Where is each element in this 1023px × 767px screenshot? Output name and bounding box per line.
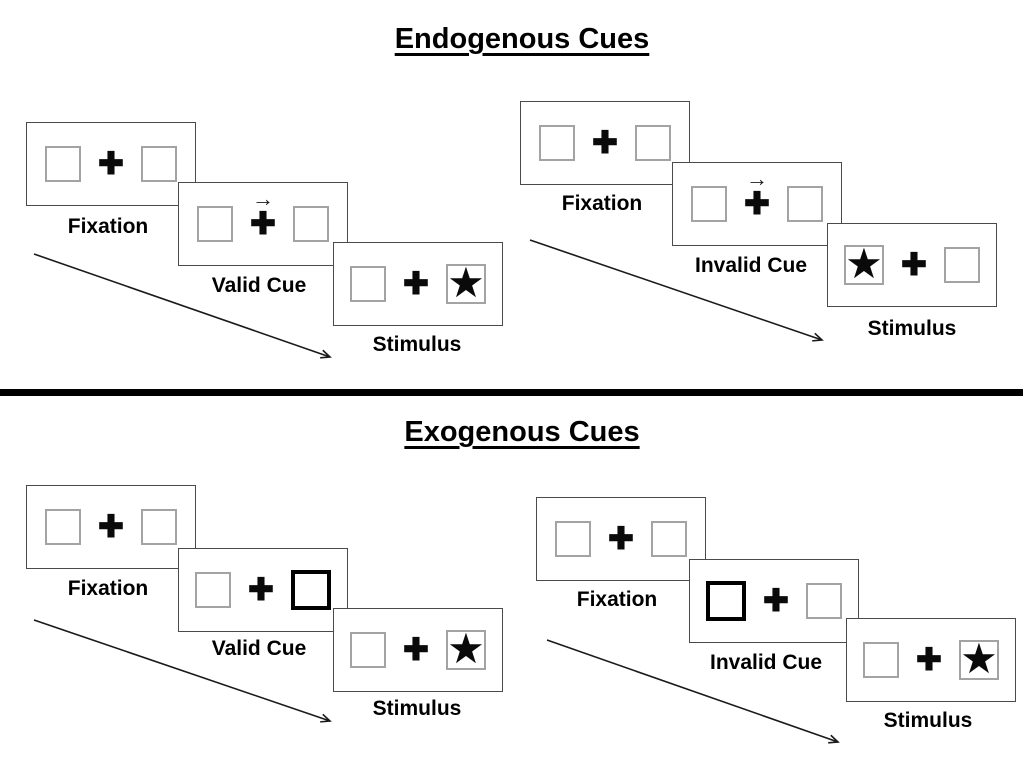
panel-endogenous-valid-cue: → ✚ [178, 182, 348, 266]
right-box [293, 206, 329, 242]
left-box [195, 572, 231, 608]
section-title-exogenous: Exogenous Cues [404, 416, 640, 448]
panel-endogenous-invalid-cue: → ✚ [672, 162, 842, 246]
label-valid-cue: Valid Cue [211, 637, 307, 660]
panel-endogenous-valid-stimulus: ✚ ★ [333, 242, 503, 326]
fixation-cross: ✚ [915, 642, 943, 677]
fixation-cross: → ✚ [743, 168, 771, 221]
fixation-cross: ✚ [97, 509, 125, 544]
plus-icon: ✚ [403, 632, 429, 667]
left-box [863, 642, 899, 678]
right-box [787, 186, 823, 222]
plus-icon: ✚ [248, 572, 274, 607]
fixation-cross: ✚ [591, 125, 619, 160]
label-stimulus: Stimulus [372, 333, 462, 356]
left-box [539, 125, 575, 161]
panel-exogenous-invalid-fixation: ✚ [536, 497, 706, 581]
label-fixation: Fixation [576, 588, 658, 611]
label-invalid-cue: Invalid Cue [709, 651, 823, 674]
panel-endogenous-invalid-stimulus: ★ ✚ [827, 223, 997, 307]
star-icon: ★ [960, 635, 998, 682]
left-box [197, 206, 233, 242]
star-icon: ★ [845, 240, 883, 287]
fixation-cross: ✚ [247, 572, 275, 607]
panel-exogenous-invalid-stimulus: ✚ ★ [846, 618, 1016, 702]
time-arrow-exogenous-valid [33, 619, 332, 723]
star-icon: ★ [447, 259, 485, 306]
right-box [141, 509, 177, 545]
left-box [350, 266, 386, 302]
right-box [635, 125, 671, 161]
fixation-cross: ✚ [97, 146, 125, 181]
left-box [45, 509, 81, 545]
right-box [651, 521, 687, 557]
label-stimulus: Stimulus [372, 697, 462, 720]
right-box [806, 583, 842, 619]
label-valid-cue: Valid Cue [211, 274, 307, 297]
right-box [141, 146, 177, 182]
panel-exogenous-valid-fixation: ✚ [26, 485, 196, 569]
panel-endogenous-valid-fixation: ✚ [26, 122, 196, 206]
left-box [691, 186, 727, 222]
fixation-cross: ✚ [900, 247, 928, 282]
cue-arrow-icon: → [746, 166, 768, 191]
panel-exogenous-valid-stimulus: ✚ ★ [333, 608, 503, 692]
plus-icon: ✚ [403, 266, 429, 301]
fixation-cross: ✚ [402, 632, 430, 667]
section-divider [0, 389, 1023, 396]
right-box [944, 247, 980, 283]
fixation-cross: ✚ [762, 583, 790, 618]
plus-icon: ✚ [250, 206, 276, 241]
panel-endogenous-invalid-fixation: ✚ [520, 101, 690, 185]
plus-icon: ✚ [763, 583, 789, 618]
time-arrow-endogenous-valid [33, 253, 332, 359]
label-stimulus: Stimulus [883, 709, 973, 732]
plus-icon: ✚ [608, 521, 634, 556]
left-box-highlighted-cue [706, 581, 746, 621]
left-box [45, 146, 81, 182]
plus-icon: ✚ [98, 509, 124, 544]
plus-icon: ✚ [98, 146, 124, 181]
fixation-cross: → ✚ [249, 188, 277, 241]
plus-icon: ✚ [592, 125, 618, 160]
fixation-cross: ✚ [402, 266, 430, 301]
fixation-cross: ✚ [607, 521, 635, 556]
plus-icon: ✚ [744, 186, 770, 221]
right-box-with-star: ★ [446, 259, 486, 306]
right-box-with-star: ★ [959, 635, 999, 682]
label-stimulus: Stimulus [867, 317, 957, 340]
panel-exogenous-valid-cue: ✚ [178, 548, 348, 632]
plus-icon: ✚ [901, 247, 927, 282]
left-box [350, 632, 386, 668]
star-icon: ★ [447, 625, 485, 672]
label-fixation: Fixation [67, 577, 149, 600]
plus-icon: ✚ [916, 642, 942, 677]
label-fixation: Fixation [561, 192, 643, 215]
label-fixation: Fixation [67, 215, 149, 238]
section-title-endogenous: Endogenous Cues [394, 23, 650, 55]
right-box-with-star: ★ [446, 625, 486, 672]
left-box [555, 521, 591, 557]
label-invalid-cue: Invalid Cue [694, 254, 808, 277]
left-box-with-star: ★ [844, 240, 884, 287]
panel-exogenous-invalid-cue: ✚ [689, 559, 859, 643]
right-box-highlighted-cue [291, 570, 331, 610]
cue-arrow-icon: → [252, 186, 274, 211]
